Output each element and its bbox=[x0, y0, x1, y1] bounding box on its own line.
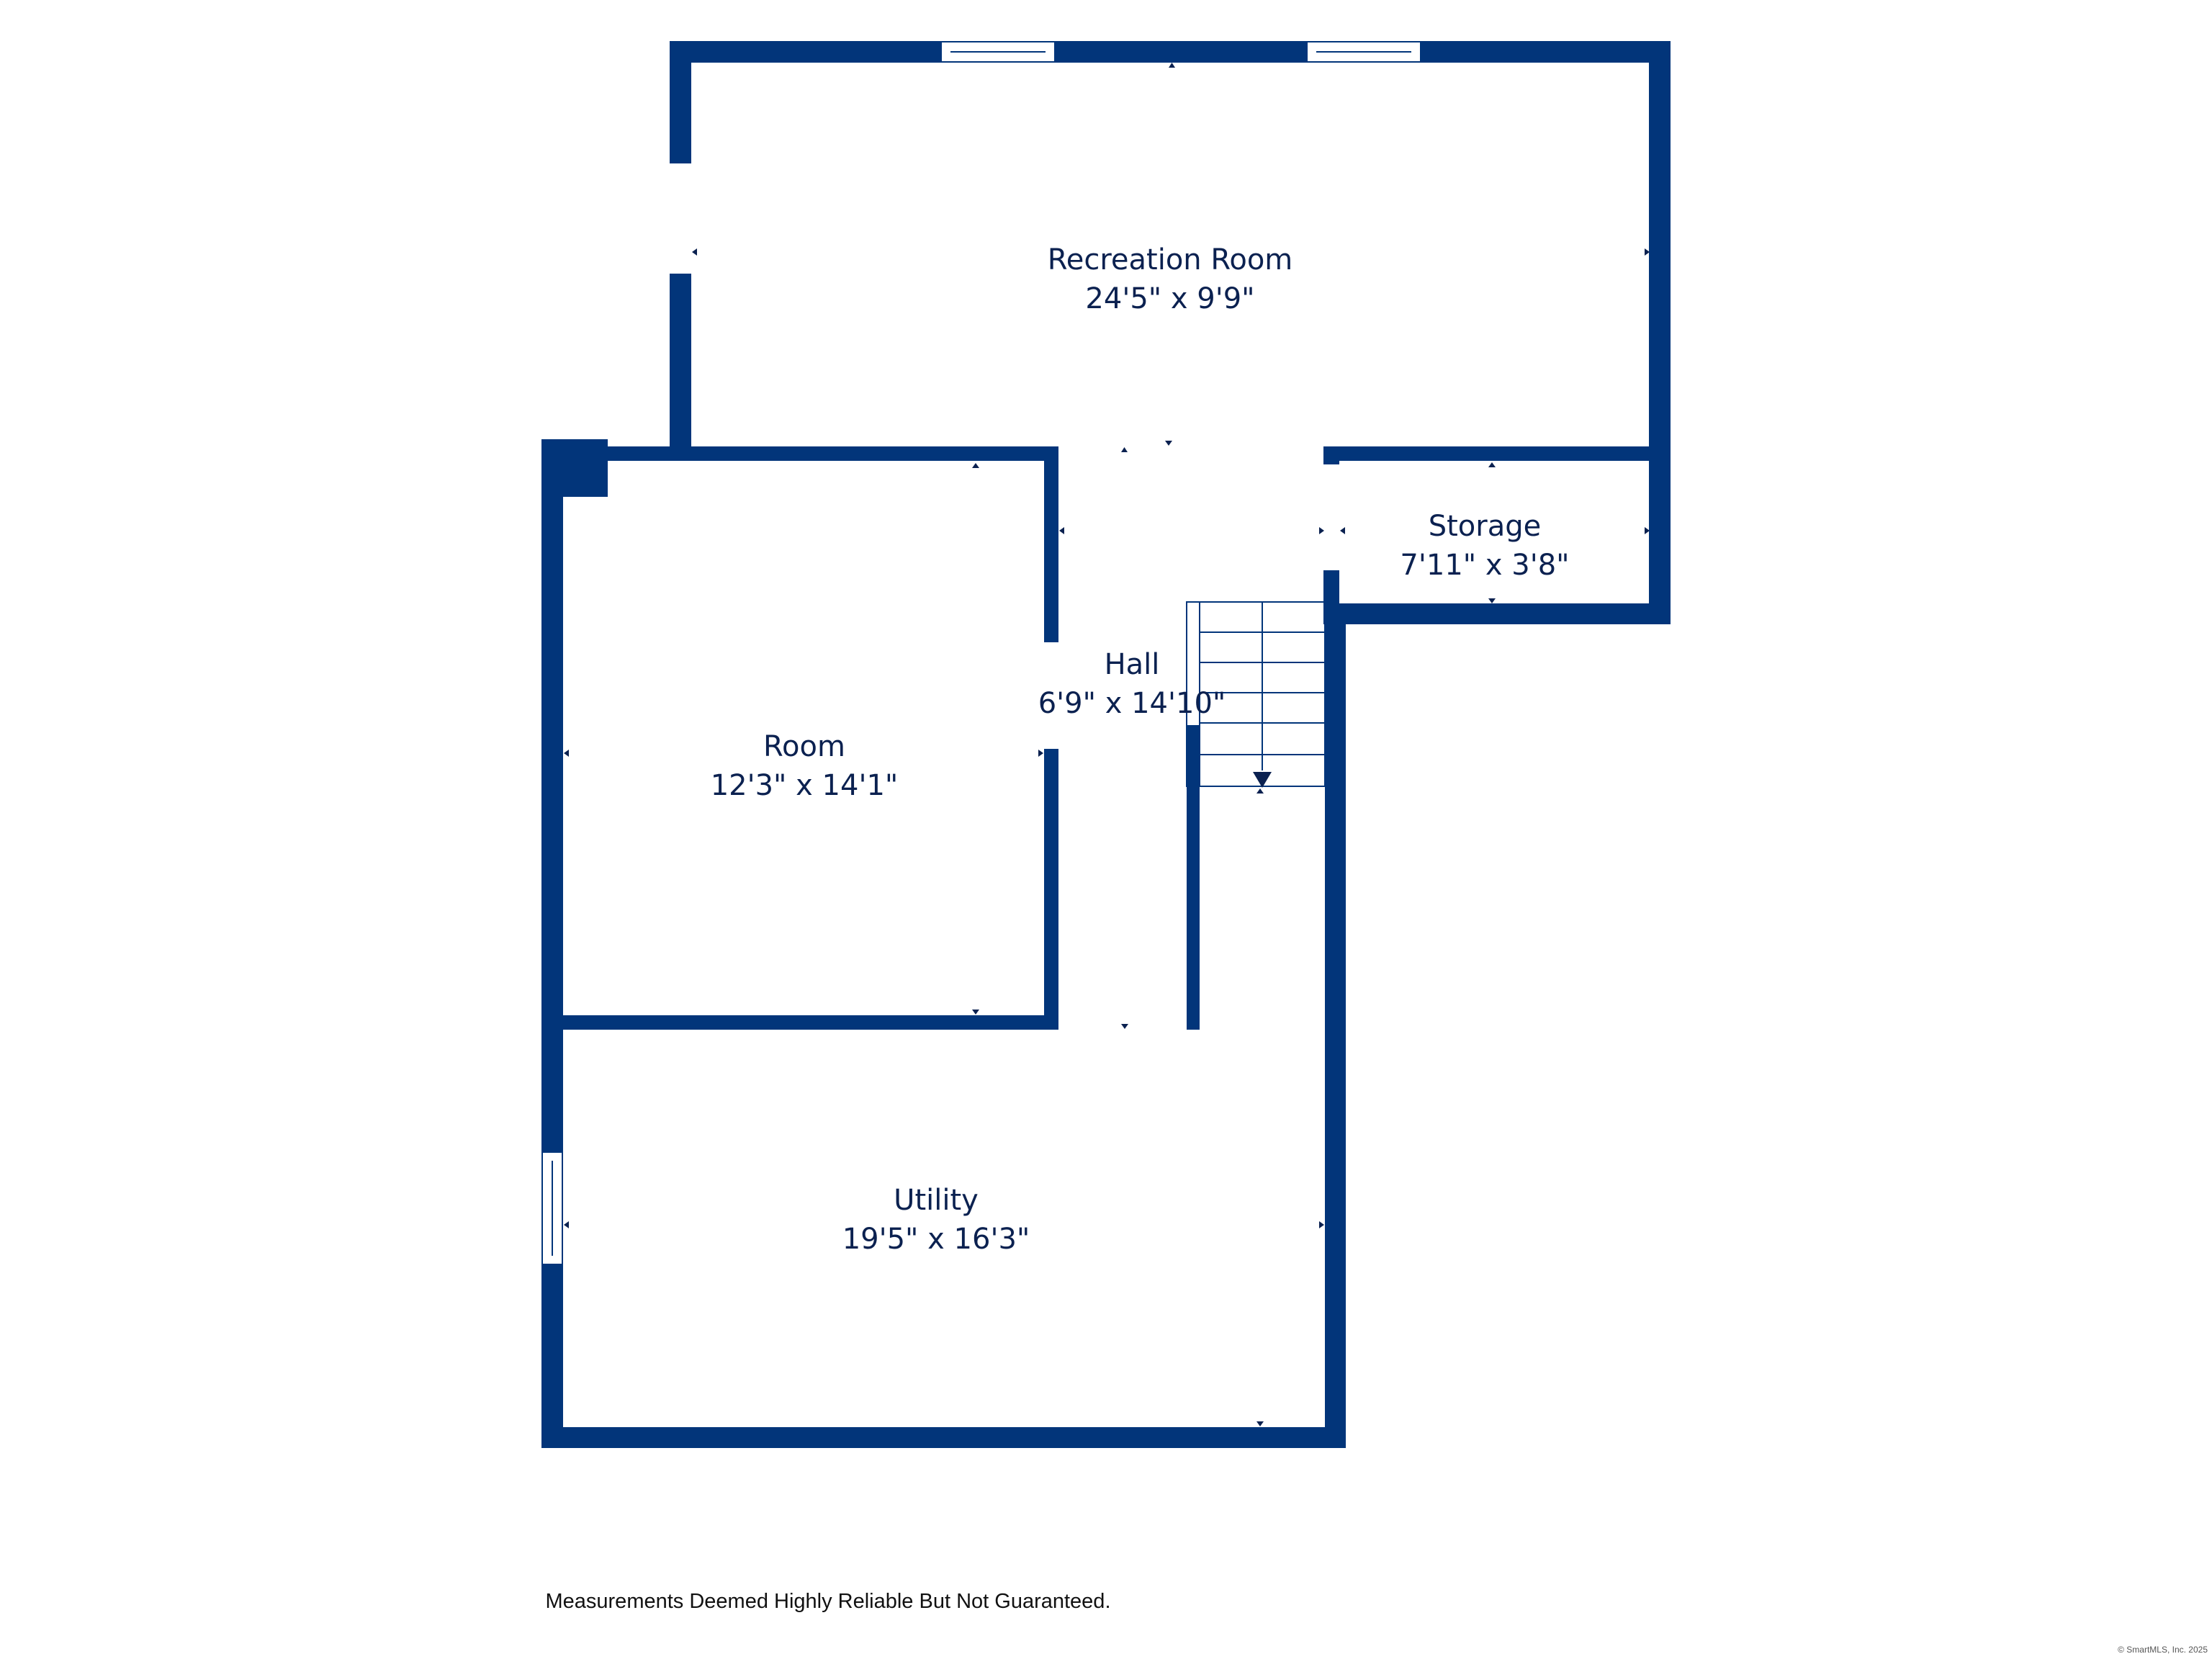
dimension-tick-icon bbox=[1169, 63, 1175, 68]
dimension-tick-icon bbox=[1319, 527, 1324, 534]
dimension-tick-icon bbox=[1488, 462, 1496, 467]
wall-recreation-right bbox=[1649, 41, 1671, 624]
stair-outline bbox=[1186, 601, 1326, 787]
dimension-tick-icon bbox=[972, 1010, 979, 1015]
room-labels: Recreation Room 24'5" x 9'9" Storage 7'1… bbox=[711, 243, 1570, 1256]
wall-room-bottom bbox=[541, 1015, 1058, 1030]
utility-name: Utility bbox=[894, 1184, 979, 1217]
dimension-tick-icon bbox=[1059, 527, 1064, 534]
wall-room-right-upper bbox=[1044, 446, 1058, 642]
dimension-tick-icon bbox=[972, 463, 979, 468]
dimension-tick-icon bbox=[1488, 598, 1496, 603]
wall-left-upper bbox=[541, 439, 563, 1152]
wall-room-right-lower bbox=[1044, 749, 1058, 1030]
walls bbox=[541, 41, 1671, 1448]
copyright-text: © SmartMLS, Inc. 2025 bbox=[2118, 1645, 2208, 1655]
wall-storage-top bbox=[1323, 446, 1671, 461]
wall-recreation-top bbox=[670, 41, 1671, 63]
wall-recreation-left-lower bbox=[670, 274, 691, 446]
recreation-room-dims: 24'5" x 9'9" bbox=[1085, 282, 1254, 315]
dimension-tick-icon bbox=[1038, 750, 1043, 757]
wall-left-lower bbox=[541, 1264, 563, 1448]
wall-utility-right bbox=[1325, 603, 1346, 1448]
wall-recreation-left-upper bbox=[670, 41, 691, 163]
hall-name: Hall bbox=[1105, 648, 1160, 681]
wall-utility-bottom bbox=[541, 1427, 1346, 1448]
disclaimer-text: Measurements Deemed Highly Reliable But … bbox=[545, 1590, 1111, 1613]
storage-dims: 7'11" x 3'8" bbox=[1400, 549, 1569, 582]
dimension-tick-icon bbox=[1645, 248, 1650, 256]
stair-arrow-down-icon bbox=[1253, 772, 1272, 788]
recreation-room-name: Recreation Room bbox=[1048, 243, 1293, 276]
dimension-ticks bbox=[564, 63, 1650, 1426]
dimension-tick-icon bbox=[1256, 1421, 1264, 1426]
dimension-tick-icon bbox=[1165, 441, 1172, 446]
dimension-tick-icon bbox=[1645, 527, 1650, 534]
wall-stair-left bbox=[1187, 725, 1200, 1030]
utility-dims: 19'5" x 16'3" bbox=[842, 1223, 1030, 1256]
dimension-tick-icon bbox=[564, 750, 569, 757]
wall-room-top bbox=[541, 446, 1058, 461]
dimension-tick-icon bbox=[1121, 447, 1128, 452]
wall-storage-left bbox=[1323, 446, 1339, 464]
dimension-tick-icon bbox=[692, 248, 697, 256]
storage-name: Storage bbox=[1429, 510, 1542, 543]
wall-storage-bottom bbox=[1323, 603, 1671, 624]
dimension-tick-icon bbox=[564, 1221, 569, 1228]
hall-dims: 6'9" x 14'10" bbox=[1038, 687, 1226, 720]
dimension-tick-icon bbox=[1256, 788, 1264, 793]
room-dims: 12'3" x 14'1" bbox=[711, 769, 899, 802]
openings bbox=[541, 41, 1421, 1265]
dimension-tick-icon bbox=[1340, 527, 1345, 534]
room-name: Room bbox=[763, 730, 845, 763]
staircase bbox=[1186, 601, 1326, 788]
dimension-tick-icon bbox=[1121, 1024, 1128, 1029]
dimension-tick-icon bbox=[1319, 1221, 1324, 1228]
